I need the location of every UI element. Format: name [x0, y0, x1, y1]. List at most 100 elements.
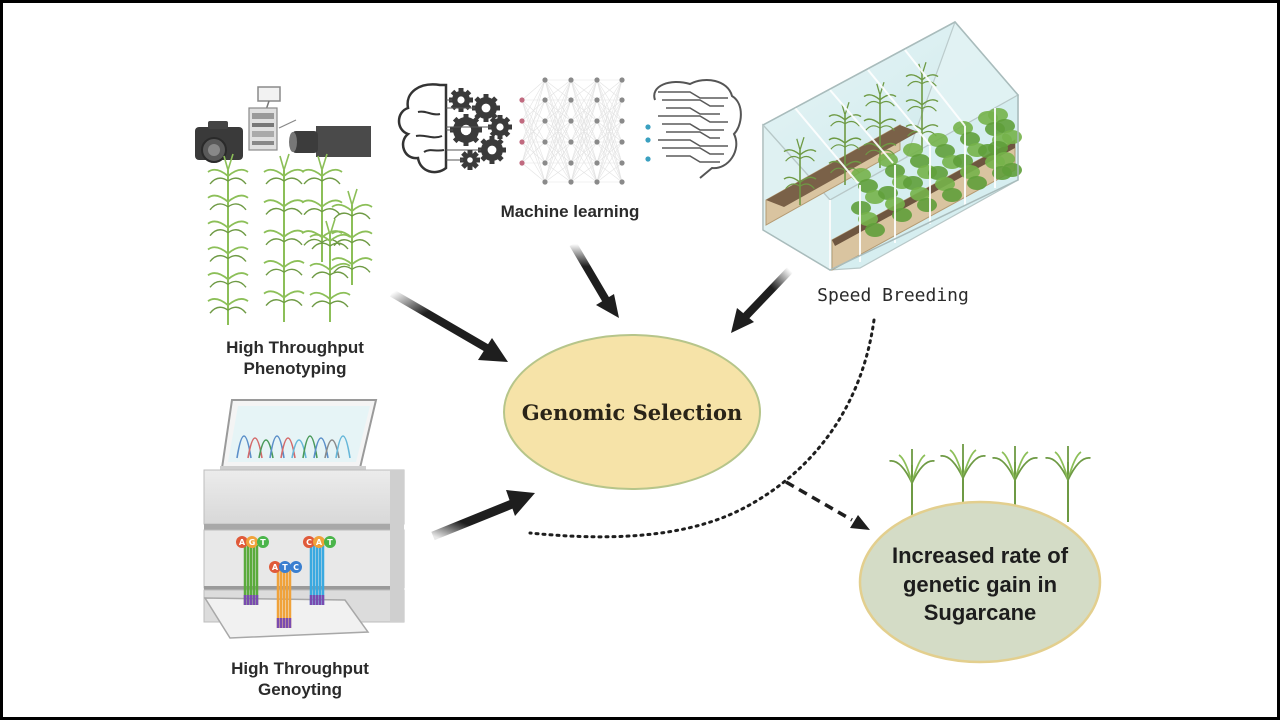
nucleotide-letter: T [327, 538, 333, 547]
genomic-selection-node: Genomic Selection [504, 335, 760, 489]
sugarcane-plant-icon [263, 153, 305, 322]
gears-icon [446, 88, 512, 170]
neuron-node [568, 118, 574, 124]
greenhouse-icon [761, 20, 1022, 272]
neuron-node [619, 139, 625, 145]
gear-icon [446, 150, 480, 170]
arrow-gs-to-outcome [785, 480, 870, 530]
machine-learning-icon [397, 77, 742, 185]
sugarcane-plant-icon [992, 446, 1038, 508]
label-speed-breeding: Speed Breeding [817, 285, 969, 306]
neuron-node [542, 77, 548, 83]
genomic-selection-node-shape [503, 334, 761, 490]
neuron-node [542, 179, 548, 185]
nucleotide-base [290, 561, 302, 573]
neuron-node [645, 124, 651, 130]
arrow-phenotyping-to-gs [389, 289, 508, 362]
nucleotide-base [324, 536, 336, 548]
neuron-node [594, 160, 600, 166]
gear-icon [446, 115, 512, 139]
nucleotide-letter: A [239, 538, 246, 547]
neuron-node [542, 97, 548, 103]
outcome-node-shape [858, 500, 1102, 664]
nucleotide-base [236, 536, 248, 548]
arrow-speed-breeding-to-gs [731, 267, 793, 333]
sugarcane-plant-icon [940, 444, 986, 508]
sugarcane-plant-icon [207, 153, 249, 325]
outcome-node: Increased rate of genetic gain in Sugarc… [860, 505, 1100, 665]
neuron-node [645, 137, 651, 143]
neuron-node [619, 77, 625, 83]
gear-icon [446, 114, 482, 146]
sugarcane-plant-icon [1045, 446, 1091, 522]
nucleotide-letter: C [306, 538, 312, 547]
label-genotyping: High Throughput Genoyting [195, 658, 405, 701]
label-line: High Throughput [231, 659, 369, 678]
neuron-node [542, 139, 548, 145]
label-machine-learning: Machine learning [500, 202, 640, 221]
circuit-brain-icon [653, 79, 742, 179]
outcome-label-line: Increased rate of [891, 543, 1069, 569]
chromatogram-peak [291, 439, 307, 459]
monitor-icon [257, 86, 281, 102]
chromatogram-peak [324, 439, 340, 459]
sugarcane-plant-icon [309, 218, 351, 322]
chromatogram-peak [335, 435, 351, 459]
greenhouse-plant-bush [988, 108, 1022, 177]
nucleotide-letter: A [316, 538, 323, 547]
sugarcane-plants [207, 153, 373, 325]
genomic-selection-label: Genomic Selection [521, 399, 743, 425]
neuron-node [542, 118, 548, 124]
outcome-label-line: genetic gain in [902, 571, 1058, 597]
industrial-camera-icon [278, 119, 371, 157]
nucleotide-letter: T [282, 563, 288, 572]
sugarcane-plant-icon [301, 153, 343, 262]
gear-icon [446, 94, 500, 122]
outcome-sugarcane-plants [889, 444, 1091, 522]
neuron-node [594, 97, 600, 103]
arrow-ml-to-gs [569, 241, 619, 318]
neuron-node [542, 160, 548, 166]
neuron-node [594, 179, 600, 185]
neuron-node [568, 97, 574, 103]
sugarcane-plant-icon [828, 102, 862, 185]
sugarcane-plant-icon [331, 188, 373, 285]
neuron-node [519, 118, 525, 124]
neuron-node [619, 179, 625, 185]
neuron-node [568, 160, 574, 166]
neuron-node [619, 118, 625, 124]
neuron-node [619, 97, 625, 103]
neuron-node [568, 179, 574, 185]
gear-icon [446, 136, 506, 164]
dotted-feedback-curve [528, 318, 876, 539]
neuron-node [519, 97, 525, 103]
nucleotide-base [313, 536, 325, 548]
outcome-label-line: Sugarcane [923, 600, 1037, 626]
neuron-node [519, 160, 525, 166]
arrow-genotyping-to-gs [431, 490, 535, 541]
neuron-node [568, 77, 574, 83]
neural-network-icon [519, 77, 651, 185]
neuron-node [594, 139, 600, 145]
nucleotide-base [303, 536, 315, 548]
neuron-node [594, 118, 600, 124]
neuron-node [568, 139, 574, 145]
nucleotide-base [246, 536, 258, 548]
neuron-node [594, 77, 600, 83]
chromatogram-icon [236, 435, 351, 459]
label-line: Phenotyping [243, 359, 347, 379]
nucleotide-base [257, 536, 269, 548]
label-line: Genoyting [257, 680, 343, 700]
neuron-node [519, 139, 525, 145]
nucleotide-letter: C [293, 563, 299, 572]
nucleotide-letter: T [260, 538, 266, 547]
chromatogram-peak [258, 439, 274, 459]
nucleotide-letter: A [272, 563, 279, 572]
sugarcane-plant-icon [783, 137, 817, 205]
sugarcane-plant-icon [863, 82, 897, 168]
